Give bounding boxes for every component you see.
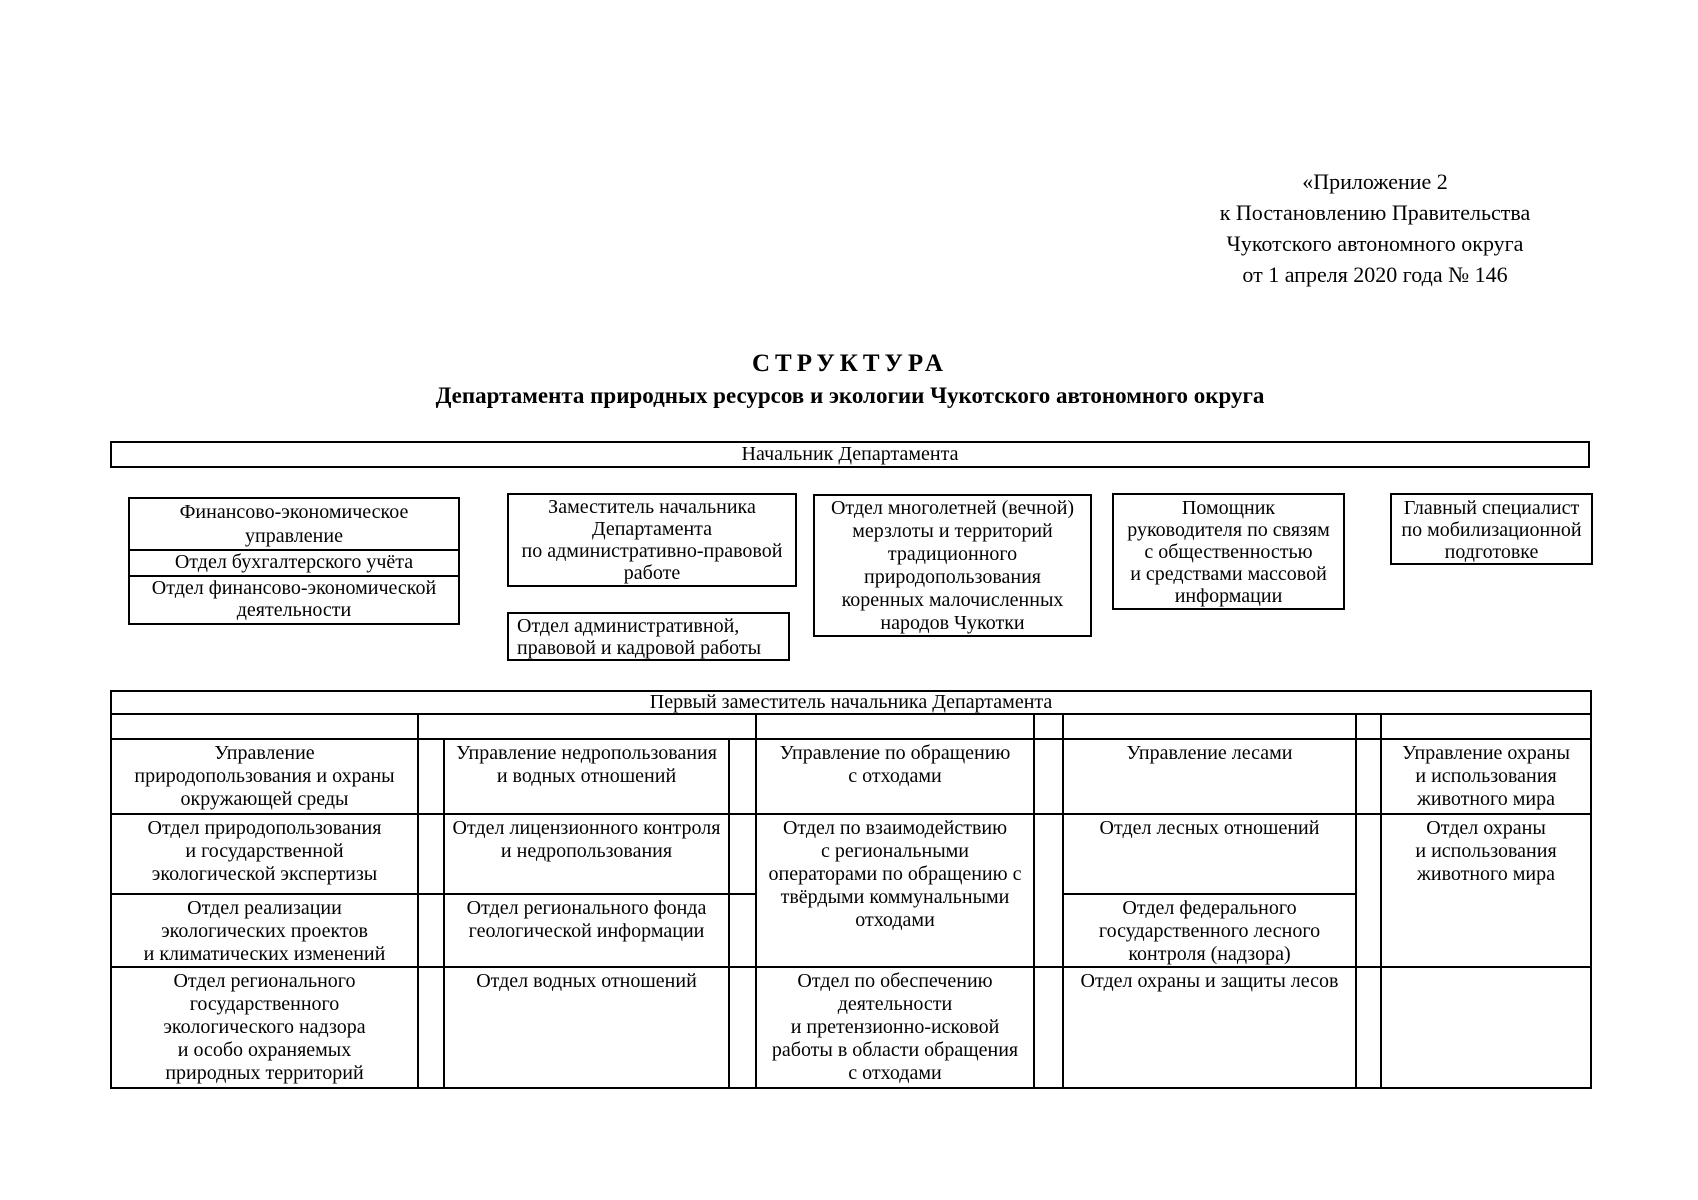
gap-cell (417, 738, 445, 815)
division-title-forest: Управление лесами (1062, 738, 1357, 815)
gap-cell (728, 893, 757, 968)
dept-cell-wildlife-1: Отдел охраны и использования животного м… (1379, 813, 1593, 968)
spacer-cell (110, 713, 419, 740)
dept-cell-nature-1: Отдел природопользования и государственн… (110, 813, 419, 895)
spacer-cell (755, 713, 1035, 740)
deputy-head-admin-legal-box: Заместитель начальника Департамента по а… (507, 493, 797, 587)
gap-cell (728, 966, 757, 1089)
empty-cell-wildlife (1379, 966, 1593, 1089)
spacer-cell (1062, 713, 1357, 740)
finance-unit-box: Финансово-экономическое управление Отдел… (128, 497, 460, 625)
gap-cell (417, 893, 445, 968)
dept-cell-nature-2: Отдел реализации экологических проектов … (110, 893, 419, 968)
spacer-cell (1033, 713, 1064, 740)
permafrost-territories-dept-box: Отдел многолетней (вечной) мерзлоты и те… (813, 494, 1092, 637)
mobilization-specialist-box: Главный специалист по мобилизационной по… (1390, 493, 1593, 565)
admin-legal-hr-dept-box: Отдел административной, правовой и кадро… (507, 612, 790, 661)
division-title-subsoil: Управление недропользования и водных отн… (443, 738, 730, 815)
first-deputy-header-cell: Первый заместитель начальника Департамен… (109, 690, 1593, 715)
spacer-cell (417, 713, 757, 740)
gap-cell (1033, 738, 1064, 815)
gap-cell (728, 813, 757, 895)
gap-cell (417, 813, 445, 895)
org-structure-table: Первый заместитель начальника Департамен… (109, 690, 1593, 1089)
gap-cell (728, 738, 757, 815)
gap-cell (1033, 966, 1064, 1089)
dept-cell-waste-1: Отдел по взаимодействию с региональными … (755, 813, 1035, 968)
dept-cell-subsoil-3: Отдел водных отношений (443, 966, 730, 1089)
gap-cell (1355, 813, 1382, 968)
dept-cell-subsoil-2: Отдел регионального фонда геологической … (443, 893, 730, 968)
gap-cell (417, 966, 445, 1089)
spacer-cell (1355, 713, 1382, 740)
document-subtitle: Департамента природных ресурсов и эколог… (435, 383, 1265, 408)
finance-unit-title-cell: Финансово-экономическое управление (130, 499, 458, 551)
accounting-dept-cell: Отдел бухгалтерского учёта (130, 551, 458, 577)
document-title: СТРУКТУРА (751, 350, 948, 377)
gap-cell (1355, 966, 1382, 1089)
gap-cell (1033, 813, 1064, 968)
dept-cell-forest-3: Отдел охраны и защиты лесов (1062, 966, 1357, 1089)
pr-media-assistant-box: Помощник руководителя по связям с общест… (1112, 493, 1345, 610)
division-title-wildlife: Управление охраны и использования животн… (1379, 738, 1593, 815)
department-head-box: Начальник Департамента (110, 441, 1590, 468)
dept-cell-waste-2: Отдел по обеспечению деятельности и прет… (755, 966, 1035, 1089)
dept-cell-forest-1: Отдел лесных отношений (1062, 813, 1357, 895)
gap-cell (1355, 738, 1382, 815)
finance-activity-dept-cell: Отдел финансово-экономической деятельнос… (151, 577, 437, 621)
division-title-nature: Управление природопользования и охраны о… (110, 738, 419, 815)
appendix-reference: «Приложение 2 к Постановлению Правительс… (1219, 169, 1531, 287)
dept-cell-subsoil-1: Отдел лицензионного контроля и недрополь… (443, 813, 730, 895)
division-title-waste: Управление по обращению с отходами (755, 738, 1035, 815)
dept-cell-nature-3: Отдел регионального государственного эко… (110, 966, 419, 1089)
spacer-cell (1379, 713, 1593, 740)
document-title-block: СТРУКТУРА Департамента природных ресурсо… (110, 349, 1590, 412)
dept-cell-forest-2: Отдел федерального государственного лесн… (1062, 893, 1357, 968)
